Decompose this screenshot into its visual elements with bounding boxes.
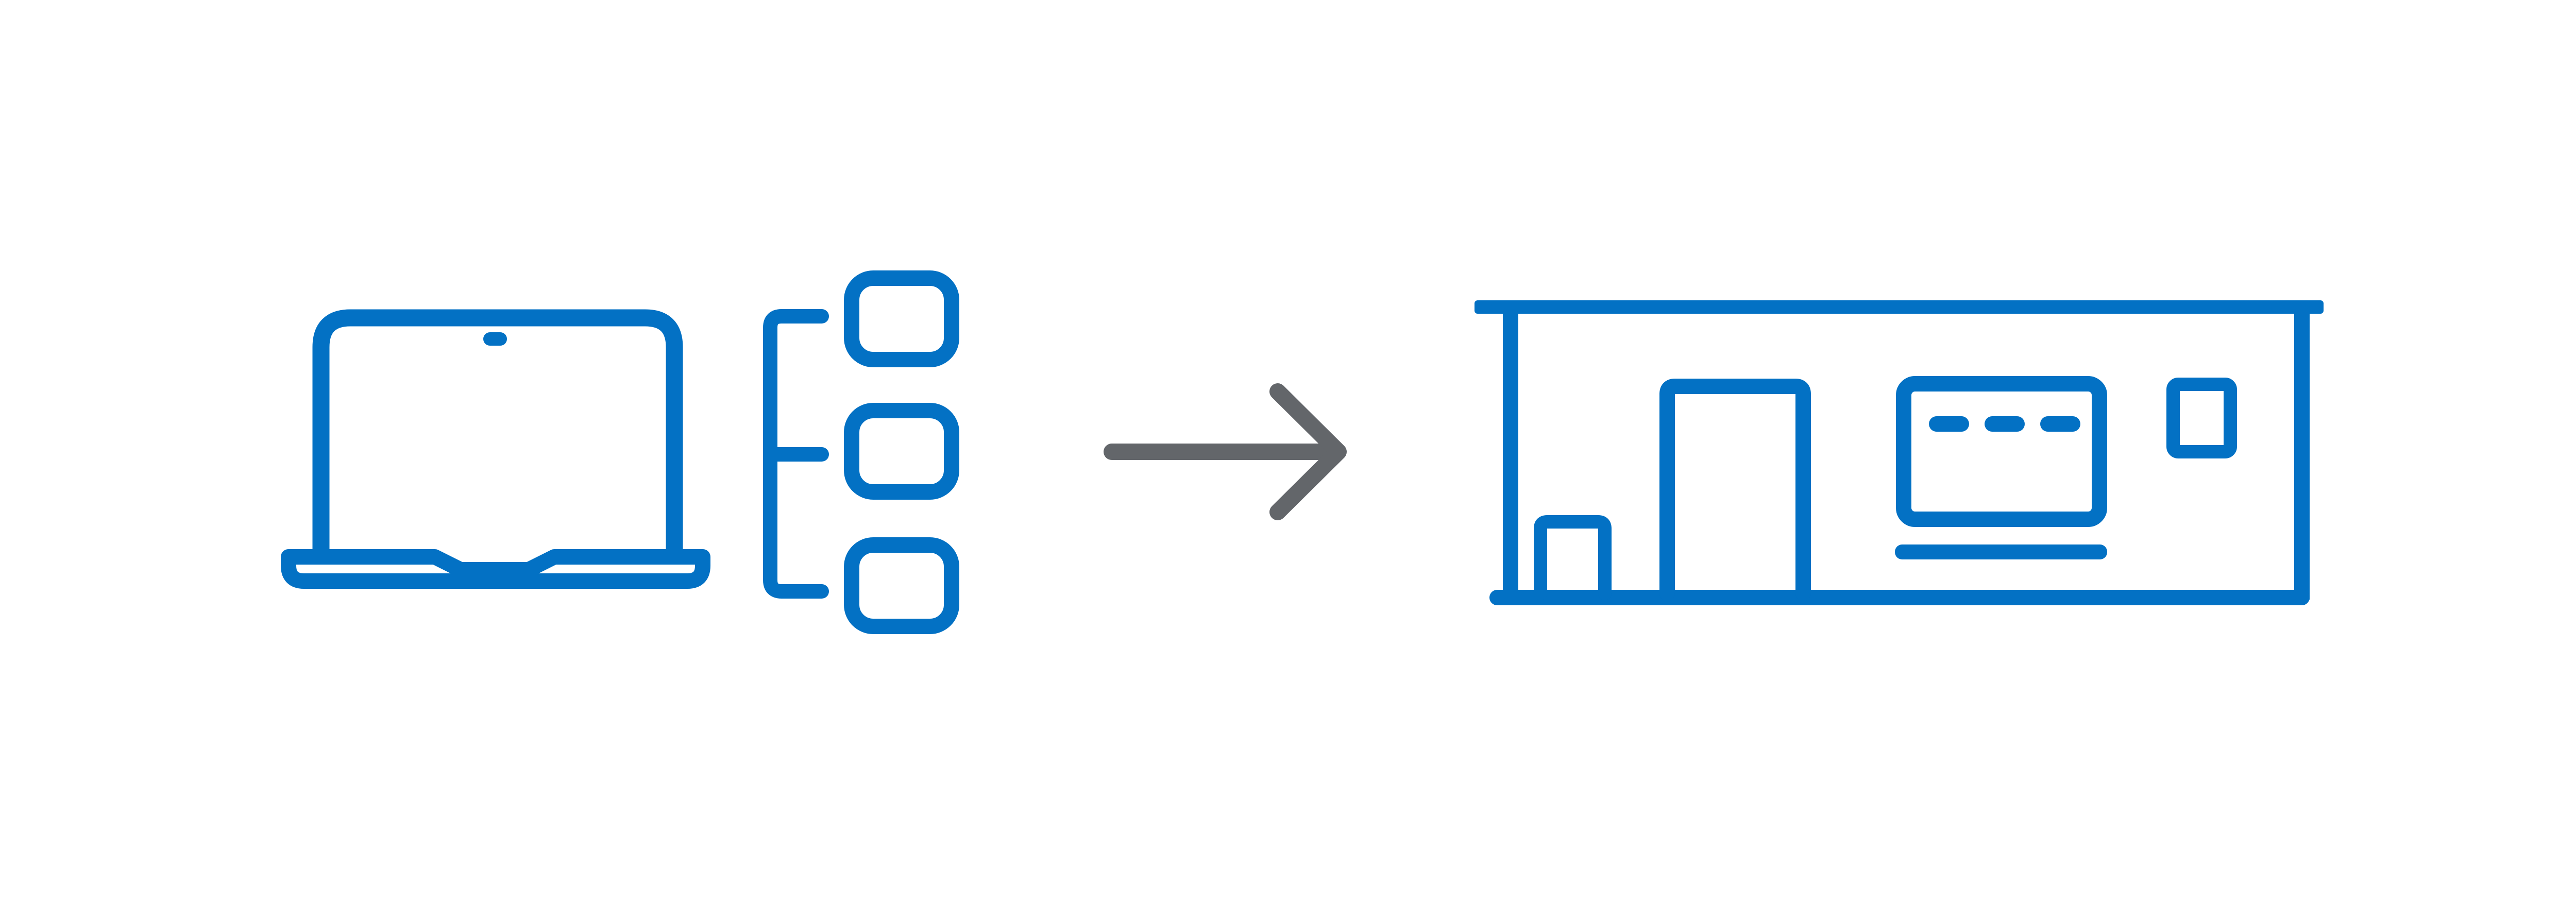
arrow-head (1269, 383, 1347, 520)
sign-dash-1 (1929, 416, 1969, 432)
sign-dash-2 (1985, 416, 2025, 432)
tree-connector (763, 309, 829, 599)
laptop-base (281, 549, 710, 589)
tree-node-middle (844, 403, 959, 500)
laptop-screen (312, 309, 683, 564)
building-roof (1475, 300, 2324, 314)
tree-node-bottom (844, 537, 959, 634)
store-building-icon (1475, 300, 2324, 605)
laptop-camera-dot (483, 332, 507, 346)
building-window (2166, 378, 2237, 458)
building-sign-board (1896, 376, 2107, 527)
building-crate (1534, 515, 1612, 600)
building-counter-line (1895, 544, 2107, 559)
building-door (1659, 379, 1811, 601)
arrow-right-icon (1104, 383, 1347, 520)
sign-dash-3 (2040, 416, 2080, 432)
tree-node-top (844, 270, 959, 367)
laptop-icon (281, 309, 710, 589)
app-tree-icon (763, 270, 959, 634)
